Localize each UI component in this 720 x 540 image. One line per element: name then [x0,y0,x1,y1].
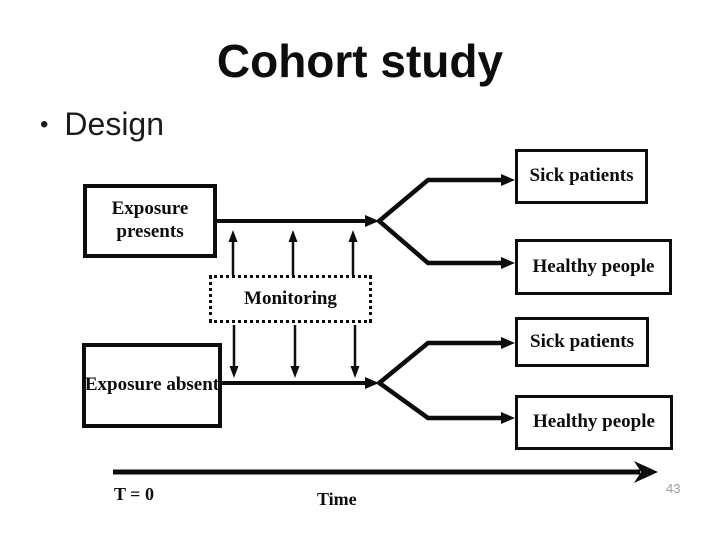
monitoring-down-arrows [229,325,360,378]
bullet-text: Design [64,106,165,142]
branch-exposed [376,177,503,266]
monitoring-box: Monitoring [209,275,372,323]
exposure-absent-box: Exposure absent [82,343,222,428]
sick-patients-box-exposed: Sick patients [515,149,648,204]
page-number: 43 [666,481,681,496]
exposure-present-box: Exposure presents [83,184,217,258]
sick-patients-box-unexposed: Sick patients [515,317,649,367]
arrow-to-healthy-top [501,257,515,269]
flow-arrow-unexposed [222,377,379,389]
arrow-to-sick-top [501,174,515,186]
flow-arrow-exposed [217,215,379,227]
slide-title: Cohort study [216,35,504,87]
healthy-people-box-exposed: Healthy people [515,239,672,295]
bullet-marker: • [40,111,49,138]
branch-unexposed [376,340,503,421]
time-origin-label: T = 0 [114,484,154,504]
time-axis-arrow [113,461,658,483]
healthy-people-box-unexposed: Healthy people [515,395,673,450]
time-axis-label: Time [317,489,357,509]
arrow-to-sick-bottom [501,337,515,349]
monitoring-up-arrows [228,230,358,275]
bullet-item-design: • Design [40,106,164,143]
arrow-to-healthy-bottom [501,412,515,424]
